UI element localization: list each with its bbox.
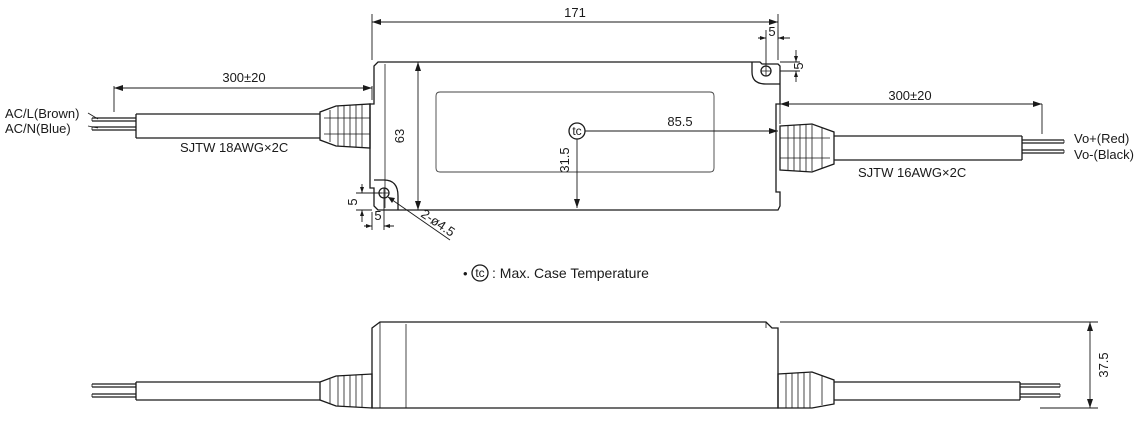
input-strain-relief xyxy=(319,103,371,149)
label-panel xyxy=(435,91,715,173)
dim-line-right-cable xyxy=(779,100,1043,134)
side-view: 37.5 xyxy=(91,321,1111,409)
label-vo-neg: Vo-(Black) xyxy=(1074,147,1134,162)
dim-line-hole-bottom-x xyxy=(364,198,394,230)
dim-line-left-cable xyxy=(113,86,373,112)
dim-hole-top-x: 5 xyxy=(768,24,775,39)
side-case-outline xyxy=(371,321,779,409)
top-view: tc 171 63 xyxy=(5,5,1134,241)
input-wires xyxy=(92,117,136,131)
dim-hole-bottom-x: 5 xyxy=(374,208,381,223)
label-ac-l: AC/L(Brown) xyxy=(5,106,79,121)
dim-hole-top-y: 5 xyxy=(791,62,806,69)
dim-side-height: 37.5 xyxy=(1096,352,1111,377)
side-input-strain-relief xyxy=(319,373,373,409)
dim-tc-vertical: 31.5 xyxy=(557,147,572,172)
dim-line-hole-top-y xyxy=(780,50,800,82)
dim-overall-length: 171 xyxy=(564,5,586,20)
dim-line-overall-length xyxy=(371,14,779,60)
legend-bullet: • xyxy=(463,266,468,281)
label-vo-pos: Vo+(Red) xyxy=(1074,131,1129,146)
dim-mount-holes: 2-ø4.5 xyxy=(418,206,458,239)
input-cable xyxy=(135,113,320,139)
dim-hole-bottom-y: 5 xyxy=(345,198,360,205)
dim-tc-horizontal: 85.5 xyxy=(667,114,692,129)
dim-right-cable-length: 300±20 xyxy=(888,88,931,103)
label-ac-n: AC/N(Blue) xyxy=(5,121,71,136)
dim-line-hole-bottom-y xyxy=(356,184,382,222)
legend-text: : Max. Case Temperature xyxy=(492,265,649,281)
dim-overall-height: 63 xyxy=(392,129,407,143)
output-cable xyxy=(834,135,1023,161)
side-input-cable xyxy=(135,381,320,401)
dim-line-side-height xyxy=(780,321,1098,409)
output-wires xyxy=(1022,139,1064,154)
leader-mount-holes xyxy=(387,196,451,241)
mount-tab-bottom-left xyxy=(374,179,399,210)
side-input-wires xyxy=(92,383,136,398)
legend-tc-mark: tc xyxy=(475,266,484,280)
dim-line-hole-top-x xyxy=(758,30,790,66)
tc-legend: • tc : Max. Case Temperature xyxy=(463,264,649,282)
output-strain-relief xyxy=(779,123,835,173)
label-input-cable: SJTW 18AWG×2C xyxy=(180,140,288,155)
side-output-wires xyxy=(1020,383,1060,398)
dim-left-cable-length: 300±20 xyxy=(222,70,265,85)
tc-point-label: tc xyxy=(572,124,581,138)
side-output-cable xyxy=(834,381,1021,401)
label-output-cable: SJTW 16AWG×2C xyxy=(858,165,966,180)
legend-tc-marker xyxy=(471,264,489,282)
mount-tab-top-right xyxy=(751,62,780,85)
side-output-strain-relief xyxy=(777,371,835,409)
